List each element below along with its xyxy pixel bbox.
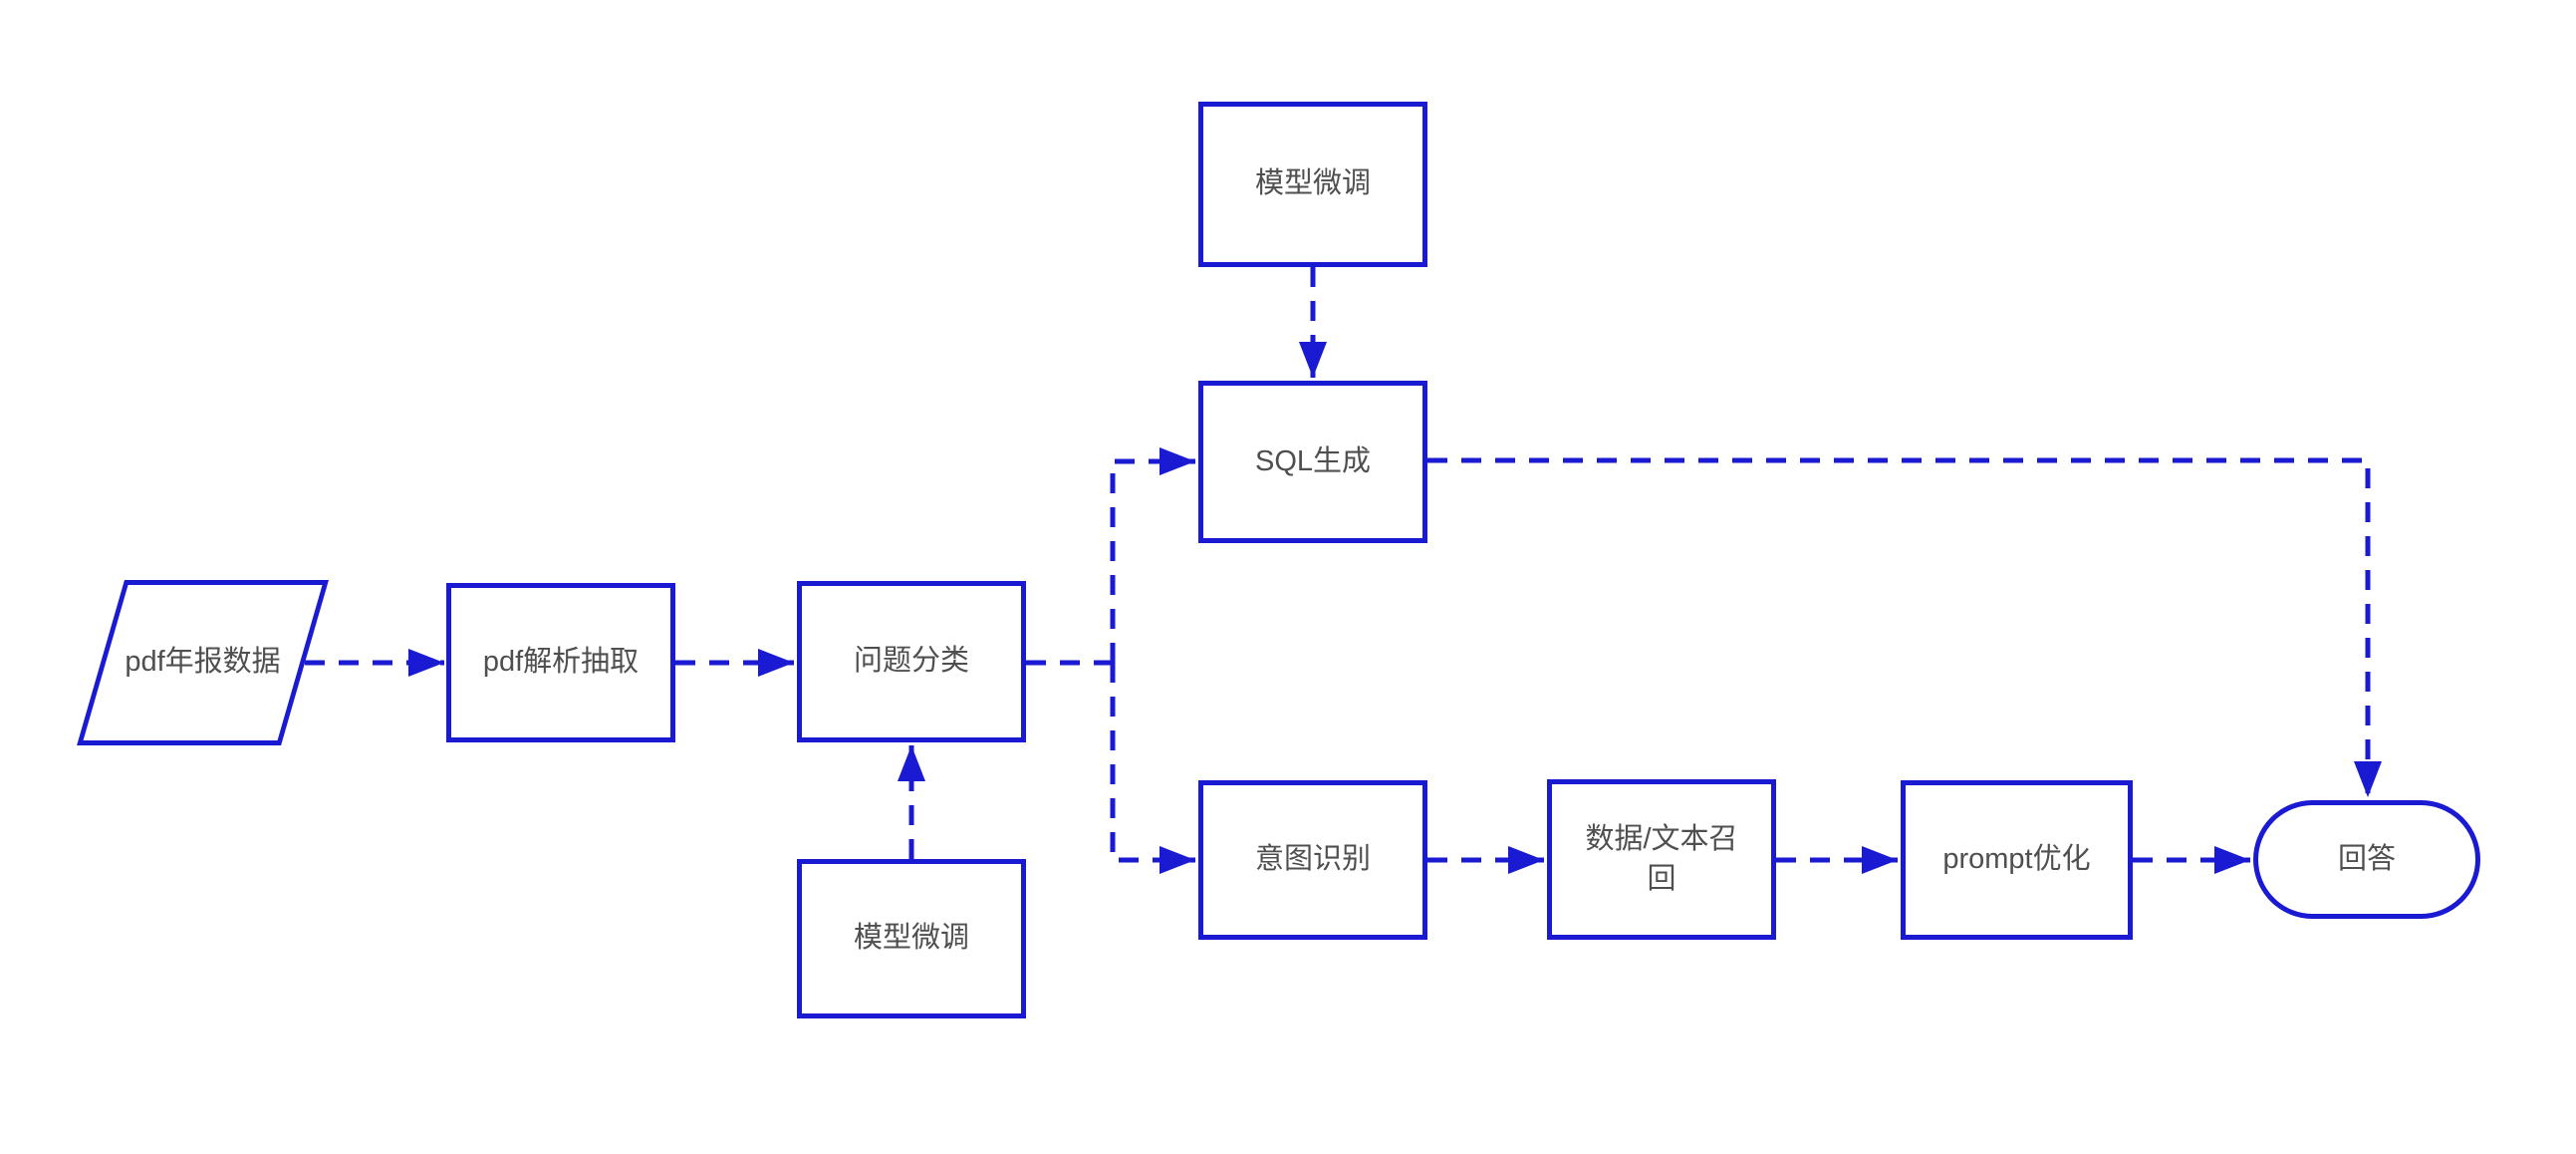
node-label: prompt优化 [1942, 843, 2091, 876]
node-answer: 回答 [2253, 800, 2480, 919]
node-label: 模型微调 [1254, 167, 1371, 200]
node-label: 问题分类 [853, 645, 969, 678]
node-label: pdf年报数据 [125, 646, 281, 679]
node-intent-recognition: 意图识别 [1198, 780, 1427, 940]
node-model-finetune-top: 模型微调 [1198, 102, 1427, 267]
node-label: 模型微调 [853, 922, 969, 955]
edge-classify-to-intent [1110, 663, 1195, 874]
node-label: pdf解析抽取 [482, 646, 640, 679]
node-model-finetune-bottom: 模型微调 [797, 859, 1026, 1018]
node-label: 回答 [2337, 842, 2396, 875]
node-data-text-recall: 数据/文本召回 [1547, 779, 1776, 940]
node-label: 数据/文本召回 [1585, 823, 1738, 895]
node-pdf-parse-extract: pdf解析抽取 [446, 583, 675, 742]
node-label: SQL生成 [1254, 444, 1372, 477]
node-label: 意图识别 [1254, 843, 1371, 876]
node-prompt-optimization: prompt优化 [1901, 780, 2133, 940]
node-question-classification: 问题分类 [797, 581, 1026, 742]
node-pdf-annual-data: pdf年报数据 [77, 580, 329, 745]
edge-classify-to-sqlgen [1110, 447, 1195, 663]
node-sql-generation: SQL生成 [1198, 381, 1427, 543]
edge-sqlgen-to-answer [1427, 457, 2382, 797]
